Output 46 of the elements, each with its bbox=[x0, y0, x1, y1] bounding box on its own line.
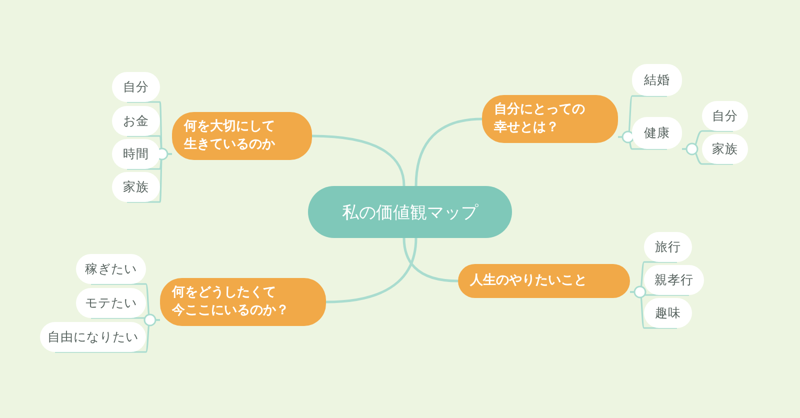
subtopic bbox=[702, 134, 748, 164]
main-topic bbox=[172, 112, 312, 160]
subtopic bbox=[112, 72, 160, 102]
connector-line bbox=[682, 148, 733, 165]
subtopic bbox=[632, 117, 682, 149]
subtopic bbox=[632, 64, 682, 96]
topic-text: 旅行 bbox=[655, 238, 681, 256]
topic-text: 自分 bbox=[712, 108, 738, 124]
subtopic bbox=[40, 322, 146, 352]
connector-line bbox=[630, 291, 677, 329]
topic-text: 私の価値観マップ bbox=[342, 202, 478, 224]
topic-text: 自分 bbox=[123, 78, 149, 96]
topic-text: モテたい bbox=[85, 294, 137, 312]
topic-text: 家族 bbox=[123, 178, 149, 196]
topic-text: 人生のやりたいこと bbox=[470, 272, 587, 290]
subtopic bbox=[644, 232, 692, 262]
subtopic bbox=[702, 101, 748, 131]
connector-line bbox=[402, 238, 458, 282]
subtopic bbox=[112, 172, 160, 202]
subtopic bbox=[644, 265, 704, 295]
connector-line bbox=[326, 238, 418, 304]
connector-line bbox=[55, 319, 160, 353]
topic-text: 何を大切にして生きているのか bbox=[184, 118, 275, 154]
connector-line bbox=[414, 118, 482, 186]
topic-text: 何をどうしたくて今ここにいるのか？ bbox=[172, 284, 289, 320]
main-topic bbox=[458, 264, 630, 298]
topic-text: 親孝行 bbox=[654, 272, 694, 288]
subtopic bbox=[112, 106, 160, 136]
connector-line bbox=[618, 136, 667, 150]
topic-text: 自分にとっての幸せとは？ bbox=[494, 101, 585, 137]
topic-text: 稼ぎたい bbox=[85, 260, 137, 278]
central-topic bbox=[308, 186, 512, 238]
topic-text: 時間 bbox=[123, 146, 149, 162]
topic-text: 健康 bbox=[644, 124, 670, 142]
subtopic bbox=[112, 139, 160, 169]
main-topic bbox=[160, 278, 326, 326]
topic-text: 家族 bbox=[712, 140, 738, 158]
topic-text: 自由になりたい bbox=[48, 328, 138, 346]
main-topic bbox=[482, 95, 618, 143]
subtopic bbox=[644, 298, 692, 328]
topic-text: 趣味 bbox=[655, 304, 681, 322]
topic-text: 結婚 bbox=[644, 72, 670, 88]
subtopic bbox=[76, 288, 146, 318]
connector-line bbox=[312, 134, 406, 186]
topic-text: お金 bbox=[123, 112, 149, 130]
subtopic bbox=[76, 254, 146, 284]
